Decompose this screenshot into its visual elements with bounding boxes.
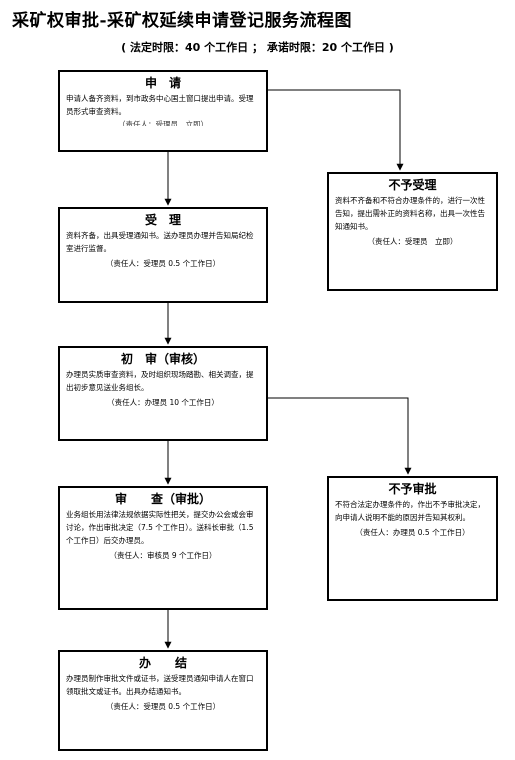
step-first-review-body: 办理员实质审查资料，及时组织现场踏勘、相关调查，提出初步意见送业务组长。	[66, 370, 254, 392]
page-title: 采矿权审批-采矿权延续申请登记服务流程图	[12, 11, 353, 31]
step-complete: 办 结 办理员制作审批文件或证书，送受理员通知申请人在窗口领取批文或证书。出具办…	[58, 650, 268, 751]
step-reject-accept-body: 资料不齐备和不符合办理条件的，进行一次性告知，提出需补正的资料名称，出具一次性告…	[335, 196, 485, 231]
arrow-first-review-to-reject-approve	[267, 397, 412, 475]
step-reject-approve-title: 不予审批	[388, 482, 437, 496]
step-review-body: 业务组长用法律法规依据实际性把关，提交办公会或会审讨论，作出审批决定（7.5 个…	[66, 510, 254, 545]
step-accept-body: 资料齐备，出具受理通知书。送办理员办理并告知局纪检室进行监督。	[66, 231, 254, 253]
step-reject-approve-responsible: （责任人：办理员 0.5 个工作日）	[355, 528, 470, 537]
step-first-review: 初 审（审核） 办理员实质审查资料，及时组织现场踏勘、相关调查，提出初步意见送业…	[58, 346, 268, 441]
step-accept-responsible: （责任人：受理员 0.5 个工作日）	[105, 259, 221, 268]
step-reject-approve-body: 不符合法定办理条件的，作出不予审批决定，向申请人说明不能的原因并告知其权利。	[335, 500, 485, 522]
step-apply-title: 申 请	[144, 76, 181, 90]
step-complete-body: 办理员制作审批文件或证书，送受理员通知申请人在窗口领取批文或证书。出具办结通知书…	[66, 674, 254, 696]
step-reject-approve: 不予审批 不符合法定办理条件的，作出不予审批决定，向申请人说明不能的原因并告知其…	[327, 476, 498, 601]
time-limits: ( 法定时限：40 个工作日 ； 承诺时限：20 个工作日 )	[121, 41, 394, 54]
step-apply: 申 请 申请人备齐资料，到市政务中心国土窗口提出申请。受理员形式审查资料。 （责…	[58, 70, 268, 152]
step-review-title: 审 查（审批）	[114, 492, 211, 506]
step-first-review-responsible: （责任人：办理员 10 个工作日）	[107, 398, 219, 407]
step-review: 审 查（审批） 业务组长用法律法规依据实际性把关，提交办公会或会审讨论，作出审批…	[58, 486, 268, 610]
step-review-responsible: （责任人：审核员 9 个工作日）	[109, 551, 217, 560]
arrow-apply-to-reject-accept	[266, 89, 404, 171]
step-accept-title: 受 理	[144, 213, 181, 227]
step-apply-responsible: （责任人：受理员 立即）	[118, 120, 208, 126]
step-complete-title: 办 结	[138, 656, 187, 670]
step-complete-responsible: （责任人：受理员 0.5 个工作日）	[105, 702, 221, 711]
step-reject-accept-responsible: （责任人：受理员 立即）	[367, 237, 458, 246]
step-accept: 受 理 资料齐备，出具受理通知书。送办理员办理并告知局纪检室进行监督。 （责任人…	[58, 207, 268, 303]
step-reject-accept-title: 不予受理	[388, 178, 437, 192]
step-apply-body: 申请人备齐资料，到市政务中心国土窗口提出申请。受理员形式审查资料。	[66, 94, 254, 116]
step-reject-accept: 不予受理 资料不齐备和不符合办理条件的，进行一次性告知，提出需补正的资料名称，出…	[327, 172, 498, 291]
step-first-review-title: 初 审（审核）	[120, 352, 205, 366]
